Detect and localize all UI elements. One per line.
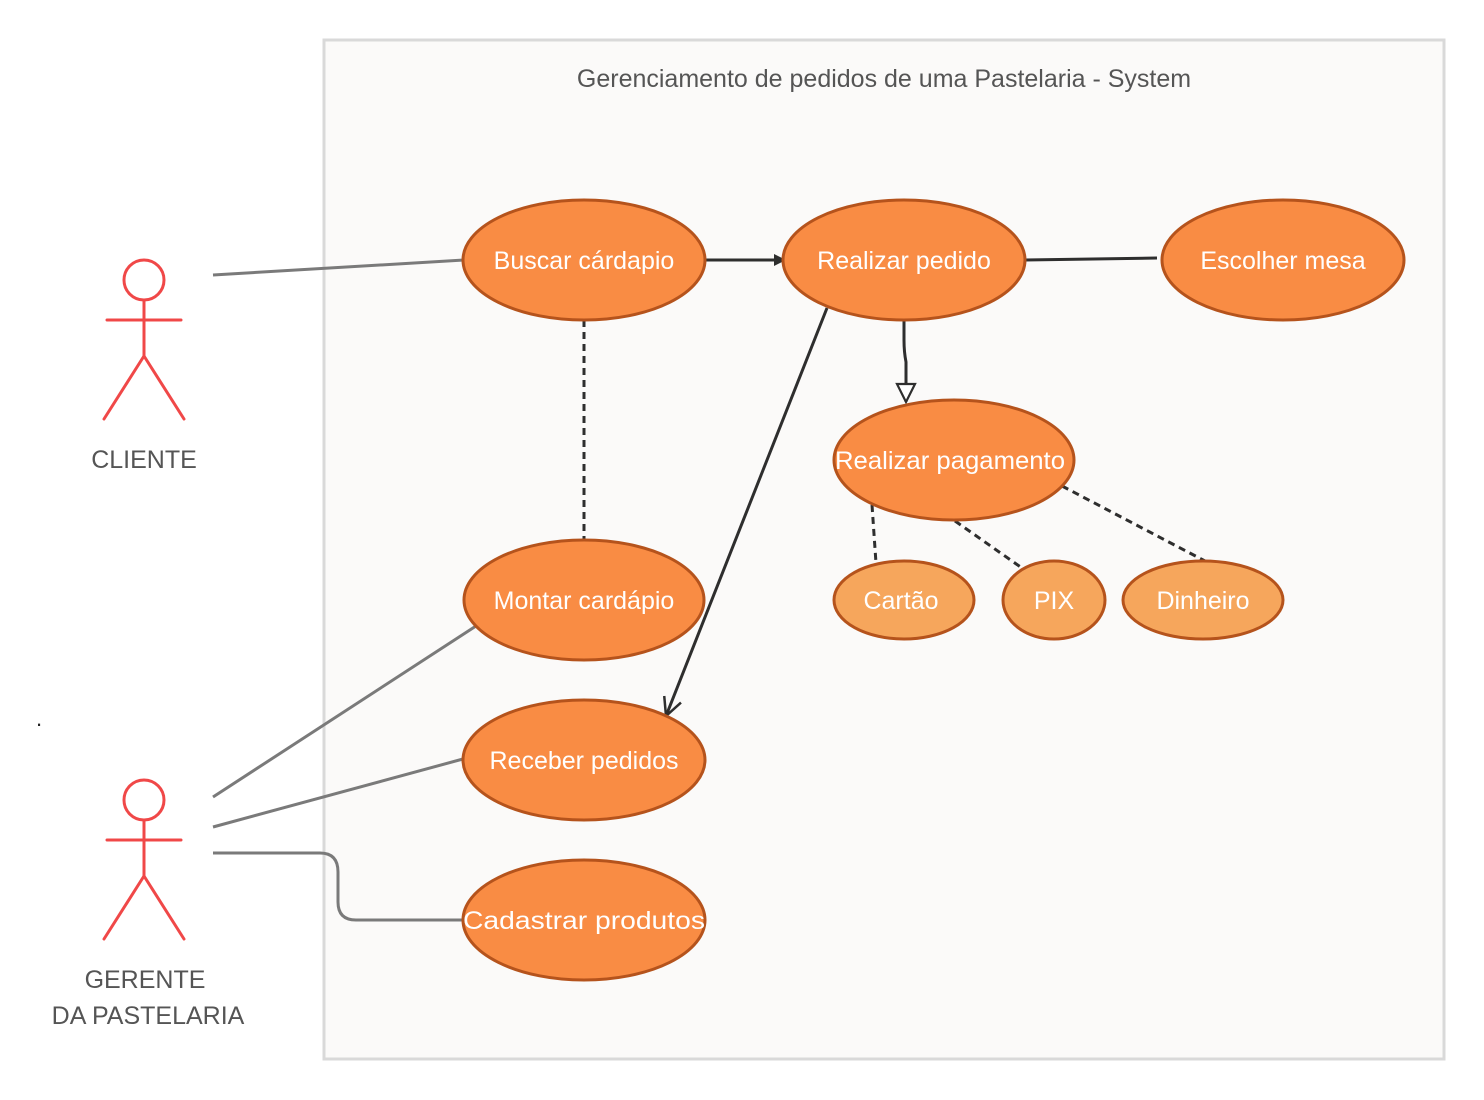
assoc-cliente-buscar[interactable] — [212, 258, 465, 277]
generalization-realizar-to-pagamento[interactable] — [904, 320, 906, 402]
actor-gerente-head — [122, 778, 166, 822]
actor-gerente-label-line1: GERENTE — [85, 966, 206, 994]
usecase-escolher-mesa[interactable] — [1160, 198, 1406, 322]
label-realizar-pagamento: Realizar pagamento — [835, 447, 1065, 475]
actor-gerente[interactable] — [102, 778, 186, 941]
assoc-gerente-receber[interactable] — [212, 757, 464, 829]
stray-dot: . — [36, 706, 42, 731]
actor-cliente-label: CLIENTE — [91, 446, 197, 474]
arrow-realizar-to-receber[interactable] — [666, 307, 829, 716]
assoc-gerente-cadastrar[interactable] — [213, 851, 462, 922]
system-title: Gerenciamento de pedidos de uma Pastelar… — [577, 65, 1191, 93]
usecase-cadastrar-produtos[interactable] — [461, 858, 707, 982]
usecase-buscar-cardapio[interactable] — [461, 198, 707, 322]
line-realizar-to-escolher-mesa[interactable] — [1024, 256, 1158, 262]
actor-gerente-label-line2: DA PASTELARIA — [52, 1002, 245, 1030]
label-cartao: Cartão — [863, 587, 938, 615]
usecase-receber-pedidos[interactable] — [461, 698, 707, 822]
usecase-realizar-pagamento[interactable] — [832, 398, 1076, 522]
actor-cliente-right-leg — [142, 354, 186, 421]
usecase-realizar-pedido[interactable] — [781, 198, 1027, 322]
usecase-montar-cardapio[interactable] — [462, 538, 706, 662]
dotted-pagamento-cartao[interactable] — [870, 504, 878, 564]
label-receber-pedidos: Receber pedidos — [489, 747, 678, 775]
label-buscar-cardapio: Buscar cárdapio — [494, 247, 675, 275]
usecase-pix[interactable] — [1001, 559, 1107, 641]
actor-gerente-right-leg — [142, 874, 186, 941]
dotted-pagamento-pix[interactable] — [954, 519, 1023, 570]
label-escolher-mesa: Escolher mesa — [1200, 247, 1365, 275]
label-cadastrar-produtos: Cadastrar produtos — [463, 907, 705, 935]
label-dinheiro: Dinheiro — [1156, 587, 1249, 615]
assoc-gerente-montar[interactable] — [212, 624, 477, 799]
label-pix: PIX — [1034, 587, 1075, 615]
usecase-dinheiro[interactable] — [1121, 559, 1285, 641]
dotted-pagamento-dinheiro[interactable] — [1061, 484, 1206, 563]
actor-cliente[interactable] — [102, 258, 186, 421]
label-montar-cardapio: Montar cardápio — [494, 587, 675, 615]
usecase-cartao[interactable] — [832, 559, 976, 641]
label-realizar-pedido: Realizar pedido — [817, 247, 991, 275]
actor-cliente-head — [122, 258, 166, 302]
actor-gerente-left-leg — [102, 874, 146, 941]
actor-cliente-left-leg — [102, 354, 146, 421]
